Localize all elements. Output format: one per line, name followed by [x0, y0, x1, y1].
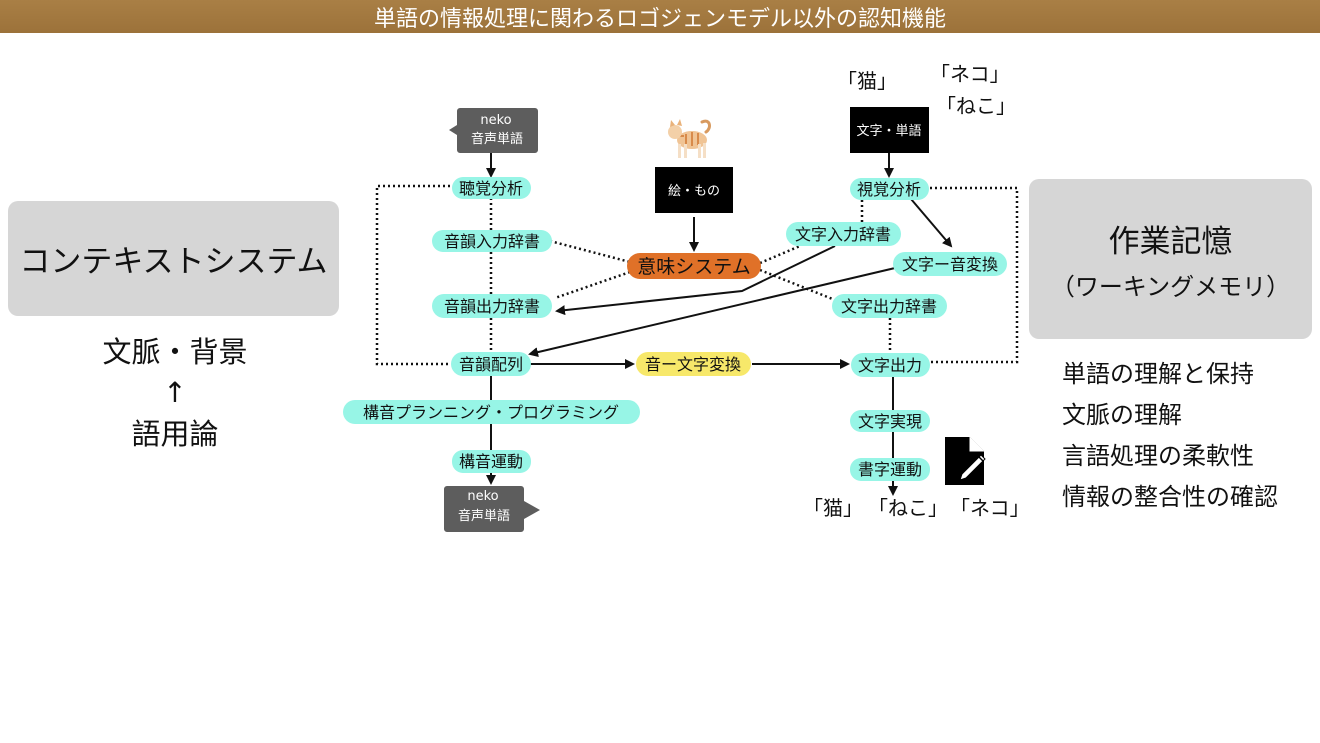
input-example-hiragana: 「ねこ」	[936, 94, 1016, 118]
svg-text:構音運動: 構音運動	[459, 452, 523, 471]
wm-function-item: 情報の整合性の確認	[1062, 483, 1278, 511]
node-articulation: 構音運動	[452, 450, 531, 473]
wm-function-item: 言語処理の柔軟性	[1062, 442, 1254, 470]
working-memory-box: 作業記憶 （ワーキングメモリ）	[1029, 179, 1312, 339]
svg-text:文字ー音変換: 文字ー音変換	[902, 255, 998, 274]
svg-text:音韻配列: 音韻配列	[459, 355, 523, 374]
page-title: 単語の情報処理に関わるロゴジェンモデル以外の認知機能	[373, 6, 946, 32]
picture-object-label: 絵・もの	[668, 184, 720, 199]
node-letter-realization: 文字実現	[850, 410, 930, 432]
wm-function-item: 単語の理解と保持	[1062, 360, 1254, 388]
picture-object-box: 絵・もの	[655, 167, 733, 213]
spoken-word-input: neko 音声単語	[449, 108, 538, 153]
working-memory-functions: 単語の理解と保持 文脈の理解 言語処理の柔軟性 情報の整合性の確認	[1062, 354, 1278, 518]
context-notes: 文脈・背景 ↑ 語用論	[60, 330, 290, 456]
node-letter-to-sound: 文字ー音変換	[893, 252, 1007, 276]
svg-text:音韻入力辞書: 音韻入力辞書	[444, 232, 540, 251]
node-letter-output: 文字出力	[851, 353, 930, 377]
solid-arrows	[486, 153, 953, 496]
node-phoneme-sequence: 音韻配列	[451, 352, 531, 376]
spoken-input-romaji: neko	[480, 113, 511, 128]
svg-text:構音プランニング・プログラミング: 構音プランニング・プログラミング	[363, 403, 619, 422]
input-example-katakana: 「ネコ」	[930, 62, 1010, 86]
written-word-label: 文字・単語	[856, 123, 921, 139]
svg-text:音韻出力辞書: 音韻出力辞書	[444, 297, 540, 316]
context-system-box: コンテキストシステム	[8, 201, 339, 316]
node-auditory-analysis: 聴覚分析	[452, 177, 531, 199]
node-phonological-output-lexicon: 音韻出力辞書	[432, 294, 552, 318]
node-orthographic-output-lexicon: 文字出力辞書	[832, 294, 947, 318]
node-semantic-system: 意味システム	[627, 253, 761, 279]
node-writing-movement: 書字運動	[850, 458, 930, 481]
svg-text:文字出力辞書: 文字出力辞書	[841, 297, 937, 316]
output-example-kanji: 「猫」	[803, 496, 863, 520]
working-memory-subtitle: （ワーキングメモリ）	[1050, 273, 1291, 301]
svg-text:音ー文字変換: 音ー文字変換	[645, 355, 741, 374]
output-example-katakana: 「ネコ」	[950, 496, 1030, 520]
wm-function-item: 文脈の理解	[1062, 401, 1182, 429]
written-word-box: 文字・単語	[850, 107, 929, 153]
node-phonological-input-lexicon: 音韻入力辞書	[432, 230, 552, 252]
spoken-output-romaji: neko	[467, 489, 498, 504]
pragmatics-label: 語用論	[131, 417, 219, 451]
svg-text:文字入力辞書: 文字入力辞書	[795, 225, 891, 244]
spoken-word-output: neko 音声単語	[444, 486, 540, 532]
title-bar: 単語の情報処理に関わるロゴジェンモデル以外の認知機能	[0, 0, 1320, 33]
up-arrow-icon: ↑	[163, 376, 187, 409]
working-memory-title: 作業記憶	[1108, 224, 1233, 260]
svg-text:意味システム: 意味システム	[637, 256, 750, 278]
input-example-kanji: 「猫」	[837, 69, 897, 93]
svg-text:文字実現: 文字実現	[858, 412, 922, 431]
svg-text:書字運動: 書字運動	[858, 460, 922, 479]
spoken-output-label: 音声単語	[458, 508, 510, 524]
cat-emoji-icon	[668, 119, 711, 158]
svg-text:視覚分析: 視覚分析	[857, 180, 921, 199]
svg-text:聴覚分析: 聴覚分析	[459, 179, 523, 198]
document-pencil-icon	[945, 437, 986, 485]
output-example-hiragana: 「ねこ」	[868, 496, 948, 520]
node-visual-analysis: 視覚分析	[850, 178, 929, 200]
svg-text:文字出力: 文字出力	[858, 356, 922, 375]
node-sound-to-letter: 音ー文字変換	[636, 352, 751, 376]
node-articulatory-planning: 構音プランニング・プログラミング	[343, 400, 640, 424]
dotted-connectors	[375, 184, 1019, 366]
node-orthographic-input-lexicon: 文字入力辞書	[786, 222, 901, 246]
context-system-label: コンテキストシステム	[19, 244, 328, 280]
spoken-input-label: 音声単語	[471, 131, 523, 147]
context-background-label: 文脈・背景	[102, 335, 248, 369]
